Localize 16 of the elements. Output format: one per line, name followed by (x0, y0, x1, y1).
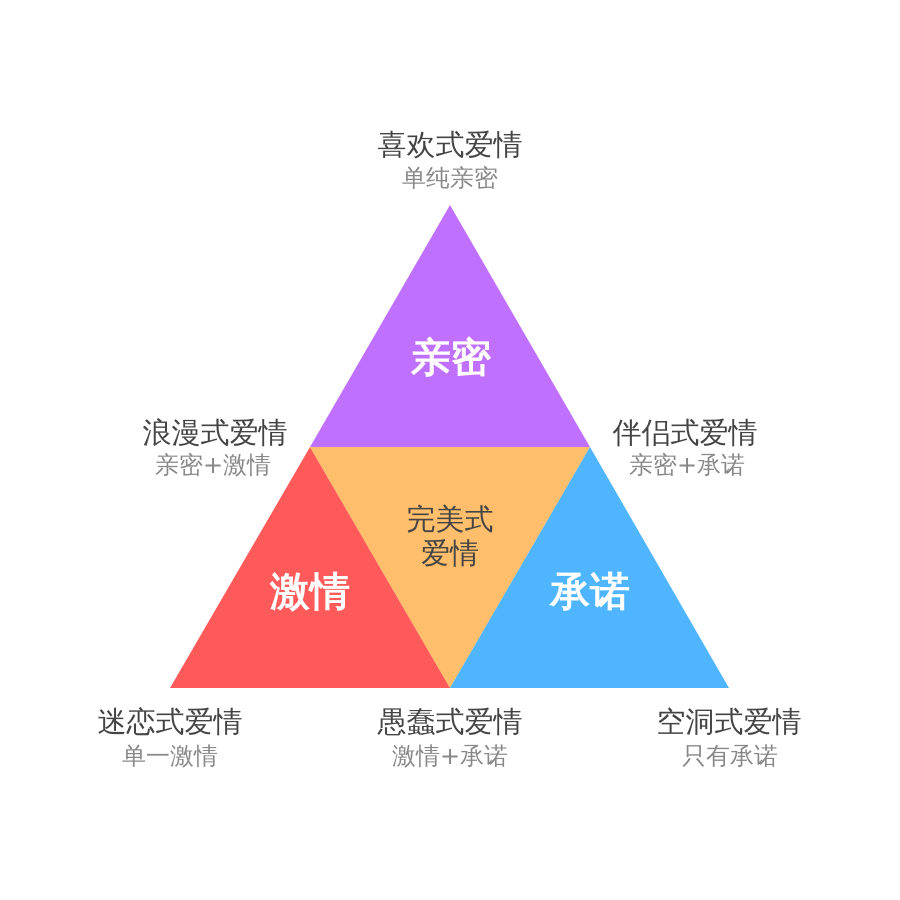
love-type-name: 喜欢式爱情 (378, 128, 522, 162)
love-type-name: 浪漫式爱情 (142, 416, 288, 450)
triangle-label: 亲密 (411, 336, 491, 380)
love-type-note: 只有承诺 (682, 743, 778, 771)
love-type-name: 迷恋式爱情 (98, 705, 242, 739)
love-type-name: 愚蠢式爱情 (378, 705, 522, 739)
triangle-label: 完美式爱情 (406, 502, 494, 570)
love-type-note: 激情+承诺 (392, 743, 508, 771)
triangle-label: 激情 (270, 570, 350, 614)
love-type-note: 亲密+激情 (154, 452, 272, 480)
love-type-note: 单纯亲密 (402, 165, 498, 193)
love-type-note: 亲密+承诺 (628, 452, 746, 480)
love-type-name: 伴侣式爱情 (612, 416, 758, 450)
triangle-label: 承诺 (550, 570, 630, 614)
love-type-note: 单一激情 (122, 743, 218, 771)
love-type-name: 空洞式爱情 (656, 705, 802, 739)
